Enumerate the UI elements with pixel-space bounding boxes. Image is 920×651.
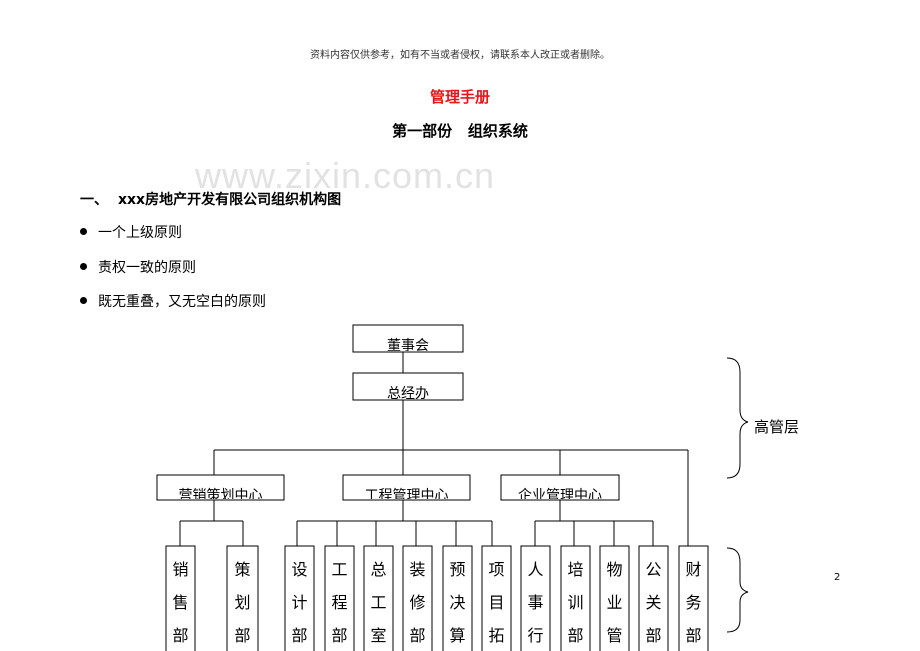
dept-label-char: 拓 bbox=[488, 626, 505, 645]
dept-box bbox=[284, 545, 315, 651]
center-box bbox=[156, 474, 285, 501]
dept-label-char: 项 bbox=[488, 560, 505, 579]
dept-box bbox=[165, 545, 196, 651]
dept-label-char: 务 bbox=[685, 593, 702, 612]
dept-label: 预决算 bbox=[443, 560, 472, 651]
dept-label-char: 销 bbox=[172, 560, 189, 579]
dept-label-char: 决 bbox=[449, 593, 466, 612]
bullet-text: 责权一致的原则 bbox=[98, 260, 196, 276]
org-chart-lines bbox=[156, 324, 749, 651]
chart-heading: 一、 xxx房地产开发有限公司组织机构图 bbox=[80, 189, 341, 209]
dept-label-char: 工 bbox=[370, 593, 387, 612]
dept-label-char: 训 bbox=[567, 593, 584, 612]
dept-box bbox=[520, 545, 551, 651]
dept-label: 项目拓 bbox=[482, 560, 511, 651]
dept-label: 设计部 bbox=[285, 560, 314, 651]
center-label-enterprise: 企业管理中心 bbox=[518, 488, 602, 499]
dept-label-char: 行 bbox=[527, 626, 544, 645]
dept-label-char: 计 bbox=[291, 593, 308, 612]
dept-label-char: 预 bbox=[449, 560, 466, 579]
dept-label: 物业管 bbox=[600, 560, 629, 651]
section-title: 第一部份 组织系统 bbox=[392, 122, 528, 140]
dept-label-char: 部 bbox=[172, 626, 189, 645]
dept-label: 销售部 bbox=[166, 560, 195, 651]
dept-label-char: 部 bbox=[685, 626, 702, 645]
dept-label-char: 财 bbox=[685, 560, 702, 579]
dept-label-char: 程 bbox=[331, 593, 348, 612]
dept-label-char: 培 bbox=[567, 560, 584, 579]
dept-label-char: 部 bbox=[331, 626, 348, 645]
dept-label-char: 关 bbox=[645, 593, 662, 612]
dept-label: 人事行 bbox=[521, 560, 550, 651]
dept-box bbox=[402, 545, 433, 651]
dept-label-char: 公 bbox=[645, 560, 662, 579]
dept-label-char: 人 bbox=[527, 560, 544, 579]
bullet-item: 责权一致的原则 bbox=[80, 257, 196, 277]
dept-box bbox=[560, 545, 591, 651]
dept-label-char: 修 bbox=[409, 593, 426, 612]
gm-office-label: 总经办 bbox=[387, 386, 429, 399]
dept-label-char: 工 bbox=[331, 560, 348, 579]
dept-box bbox=[599, 545, 630, 651]
dept-label-char: 业 bbox=[606, 593, 623, 612]
brace-label-senior-management: 高管层 bbox=[754, 418, 800, 436]
dept-box bbox=[678, 545, 709, 651]
dept-label-char: 目 bbox=[488, 593, 505, 612]
dept-label-char: 总 bbox=[370, 560, 387, 579]
bullet-dot bbox=[80, 296, 87, 304]
dept-label-char: 室 bbox=[370, 626, 387, 645]
dept-label: 财务部 bbox=[679, 560, 708, 651]
dept-label-char: 部 bbox=[567, 626, 584, 645]
center-label-marketing: 营销策划中心 bbox=[178, 488, 263, 499]
dept-label-char: 策 bbox=[234, 560, 251, 579]
dept-label-char: 设 bbox=[291, 560, 308, 579]
page-number: 2 bbox=[834, 572, 841, 583]
board-label: 董事会 bbox=[387, 338, 429, 351]
bullet-item: 既无重叠，又无空白的原则 bbox=[80, 291, 266, 311]
watermark: www.zixin.com.cn bbox=[195, 155, 496, 196]
dept-label: 工程部 bbox=[325, 560, 354, 651]
dept-label: 装修部 bbox=[403, 560, 432, 651]
dept-label-char: 物 bbox=[606, 560, 623, 579]
brace-lower bbox=[726, 547, 749, 633]
dept-box bbox=[442, 545, 473, 651]
bullet-text: 一个上级原则 bbox=[98, 225, 182, 241]
heading-number: 一、 bbox=[80, 192, 108, 208]
dept-label-char: 部 bbox=[645, 626, 662, 645]
manual-title: 管理手册 bbox=[429, 88, 490, 106]
dept-label: 培训部 bbox=[561, 560, 590, 651]
dept-label: 策划部 bbox=[227, 560, 258, 651]
bullet-dot bbox=[80, 262, 87, 270]
dept-box bbox=[481, 545, 512, 651]
dept-label-char: 事 bbox=[527, 593, 544, 612]
bullet-item: 一个上级原则 bbox=[80, 222, 182, 242]
dept-label-char: 部 bbox=[409, 626, 426, 645]
dept-label: 总工室 bbox=[364, 560, 393, 651]
dept-label: 公关部 bbox=[639, 560, 668, 651]
dept-label-char: 装 bbox=[409, 560, 426, 579]
dept-label-char: 售 bbox=[172, 593, 189, 612]
bullet-text: 既无重叠，又无空白的原则 bbox=[98, 294, 266, 310]
dept-label-char: 部 bbox=[234, 626, 251, 645]
dept-box bbox=[226, 545, 259, 651]
heading-text: xxx房地产开发有限公司组织机构图 bbox=[118, 192, 342, 208]
dept-box bbox=[324, 545, 355, 651]
bullet-dot bbox=[80, 227, 87, 235]
dept-label-char: 划 bbox=[234, 593, 251, 612]
board-box bbox=[352, 324, 464, 353]
dept-label-char: 部 bbox=[291, 626, 308, 645]
dept-box bbox=[638, 545, 669, 651]
dept-label-char: 管 bbox=[606, 626, 623, 645]
center-label-engineering: 工程管理中心 bbox=[364, 488, 449, 499]
dept-box bbox=[363, 545, 394, 651]
center-box bbox=[342, 474, 471, 501]
brace-upper bbox=[726, 357, 749, 479]
gm-office-box bbox=[352, 372, 464, 401]
disclaimer-notice: 资料内容仅供参考，如有不当或者侵权，请联系本人改正或者删除。 bbox=[310, 50, 610, 61]
dept-label-char: 算 bbox=[449, 626, 466, 645]
